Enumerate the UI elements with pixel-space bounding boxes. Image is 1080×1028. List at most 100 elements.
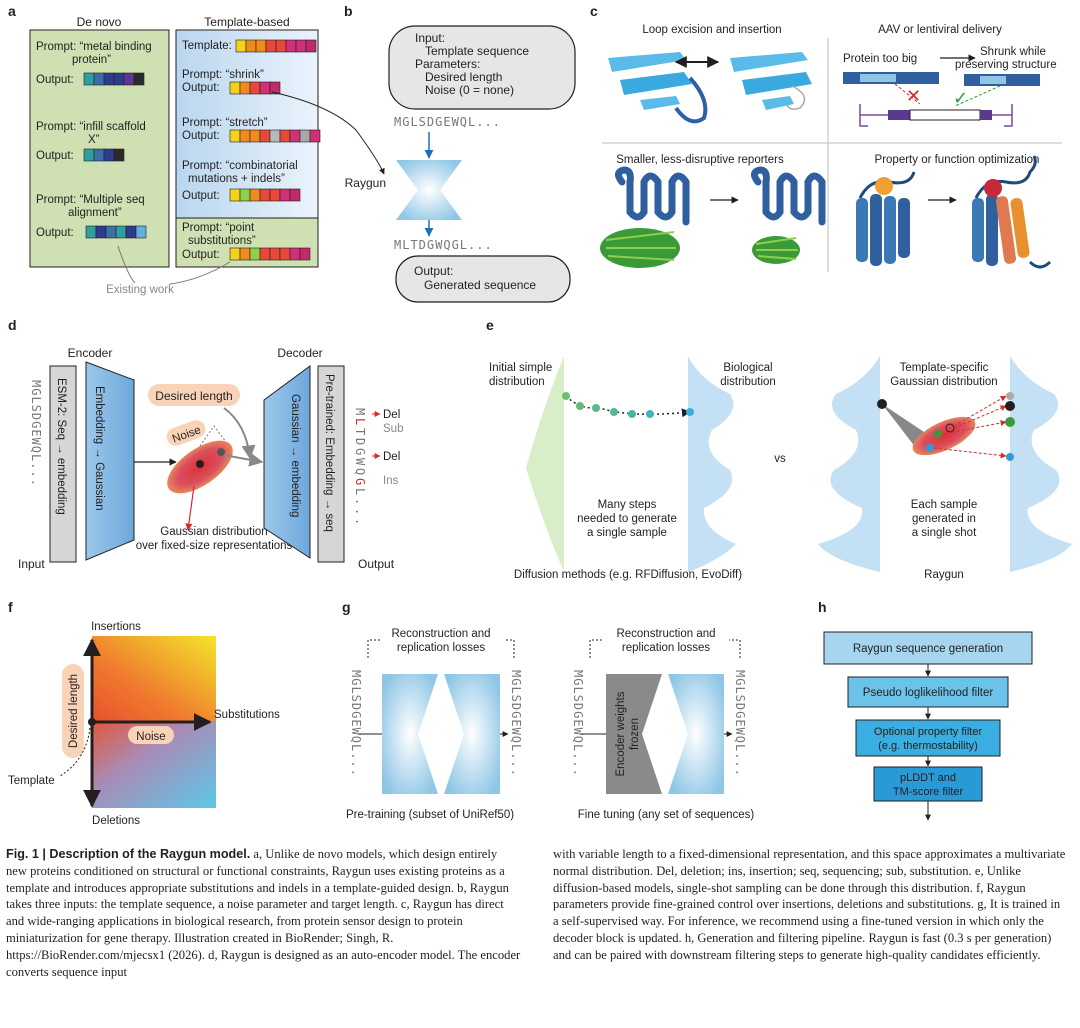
sequence-residue: [299, 129, 311, 143]
figure-caption: Fig. 1 | Description of the Raygun model…: [6, 846, 1078, 1026]
e-diffusion-caption: Diffusion methods (e.g. RFDiffusion, Evo…: [514, 569, 742, 581]
c-reporters-label: Smaller, less-disruptive reporters: [616, 154, 784, 166]
g-frozen-2: frozen: [629, 718, 641, 750]
dn-prompt2-line1: Prompt: “infill scaffold: [36, 121, 146, 133]
sequence-residue: [269, 81, 281, 95]
d-esm-box: [49, 365, 77, 563]
sequence-residue: [115, 225, 127, 239]
sequence-residue: [239, 81, 251, 95]
c-aav-label: AAV or lentiviral delivery: [878, 24, 1002, 36]
panel-label-d: d: [8, 317, 17, 333]
e-each-sample-2: generated in: [912, 513, 976, 525]
comb-prompt-line1: Prompt: “combinatorial: [182, 160, 298, 172]
e-each-sample-3: a single shot: [912, 527, 977, 539]
optimization-protein-before: [856, 171, 916, 266]
d-gauss-emb-label: Gaussian → embedding: [289, 394, 301, 517]
d-seq-out-char: M: [353, 408, 367, 415]
point-prompt-line2: substitutions”: [188, 235, 256, 247]
g-finetuning-caption: Fine tuning (any set of sequences): [578, 809, 755, 821]
c-too-big-label: Protein too big: [843, 53, 917, 65]
d-noise-pill: [166, 420, 206, 446]
d-input-label: Input: [18, 557, 45, 571]
d-seq-out-char: .: [353, 518, 367, 525]
comb-output-label: Output:: [182, 190, 220, 202]
d-gauss-pointer: [185, 485, 195, 531]
e-sample-c: [926, 444, 934, 452]
sequence-residue: [95, 225, 107, 239]
g-frozen-1: Encoder weights: [615, 691, 627, 776]
sequence-residue: [249, 129, 261, 143]
e-shot-4: [933, 447, 1007, 459]
loop-protein-left: [608, 52, 708, 124]
d-desired-length-pill: [148, 384, 240, 406]
panel-label-h: h: [818, 599, 827, 615]
d-sample-arrow: [223, 452, 264, 467]
e-out-4: [1006, 453, 1014, 461]
sequence-residue: [83, 148, 95, 162]
d-noised-point: [217, 448, 225, 456]
d-seq-out-char: W: [353, 458, 367, 466]
sequence-residue: [279, 129, 291, 143]
d-seq-out-char: .: [353, 498, 367, 505]
dn-output-label-2: Output:: [36, 150, 74, 162]
b-input-line4: Desired length: [425, 70, 502, 84]
existing-work-arrow-1: [117, 245, 136, 284]
f-template-label: Template: [8, 775, 55, 787]
h-step-4-line2: TM-score filter: [893, 786, 964, 798]
reporter-small: [751, 166, 826, 264]
sequence-residue: [229, 81, 241, 95]
existing-work-arrow-2: [169, 261, 231, 285]
c-shrunk-line1: Shrunk while: [980, 46, 1046, 58]
e-biological-1: Biological: [723, 362, 772, 374]
e-initial-1: Initial simple: [489, 362, 552, 374]
g-ft-seq-in: MGLSDGEWQL...: [571, 670, 585, 777]
g-pre-encoder: [382, 674, 438, 794]
f-origin: [88, 718, 96, 726]
caption-fig-label: Fig. 1 | Description of the Raygun model…: [6, 847, 251, 861]
c-loop-label: Loop excision and insertion: [642, 24, 781, 36]
template-seq: [235, 39, 317, 53]
d-encoder-label: Encoder: [68, 346, 113, 360]
f-insertions-label: Insertions: [91, 621, 141, 633]
e-many-steps-1: Many steps: [598, 499, 657, 511]
sequence-residue: [113, 148, 125, 162]
sequence-residue: [309, 129, 321, 143]
sequence-residue: [239, 188, 251, 202]
sequence-residue: [113, 72, 125, 86]
dn-output-label-3: Output:: [36, 227, 74, 239]
d-seq-out-char: L: [353, 488, 367, 495]
sequence-residue: [103, 72, 115, 86]
e-template-gauss-2: Gaussian distribution: [890, 376, 997, 388]
e-each-sample-1: Each sample: [911, 499, 977, 511]
sequence-residue: [123, 72, 135, 86]
g-ft-losses-1: Reconstruction and: [616, 628, 715, 640]
e-shot-2: [953, 405, 1007, 429]
shrink-to-raygun-arrow: [271, 91, 385, 175]
comb-prompt-line2: mutations + indels”: [188, 173, 285, 185]
d-seq-out: MLTDGWQGL...: [353, 408, 367, 525]
sequence-residue: [239, 129, 251, 143]
shrink-output-seq: [229, 81, 281, 95]
sequence-residue: [125, 225, 137, 239]
d-output-label: Output: [358, 557, 395, 571]
point-output-seq: [229, 247, 311, 261]
d-esm-label: ESM-2: Seq → embedding: [55, 378, 67, 515]
d-encoder-trapezoid: [85, 361, 135, 561]
c-vector-plasmid: [859, 104, 1013, 127]
point-output-label: Output:: [182, 249, 220, 261]
dn-output-seq-3: [85, 225, 147, 239]
dn-output-seq-1: [83, 72, 145, 86]
d-seq-out-char: D: [353, 438, 367, 445]
d-edit-ins: Ins: [383, 475, 399, 487]
reporter-large: [600, 166, 690, 268]
template-label: Template:: [182, 40, 232, 52]
panel-label-c: c: [590, 3, 598, 19]
b-raygun-hourglass: [396, 160, 462, 220]
e-many-steps-3: a single sample: [587, 527, 667, 539]
dn-prompt3-line1: Prompt: “Multiple seq: [36, 194, 145, 206]
e-initial-distribution: [526, 356, 564, 572]
panel-label-a: a: [8, 3, 16, 19]
b-raygun-label: Raygun: [345, 176, 386, 190]
sequence-residue: [245, 39, 257, 53]
sequence-residue: [259, 129, 271, 143]
